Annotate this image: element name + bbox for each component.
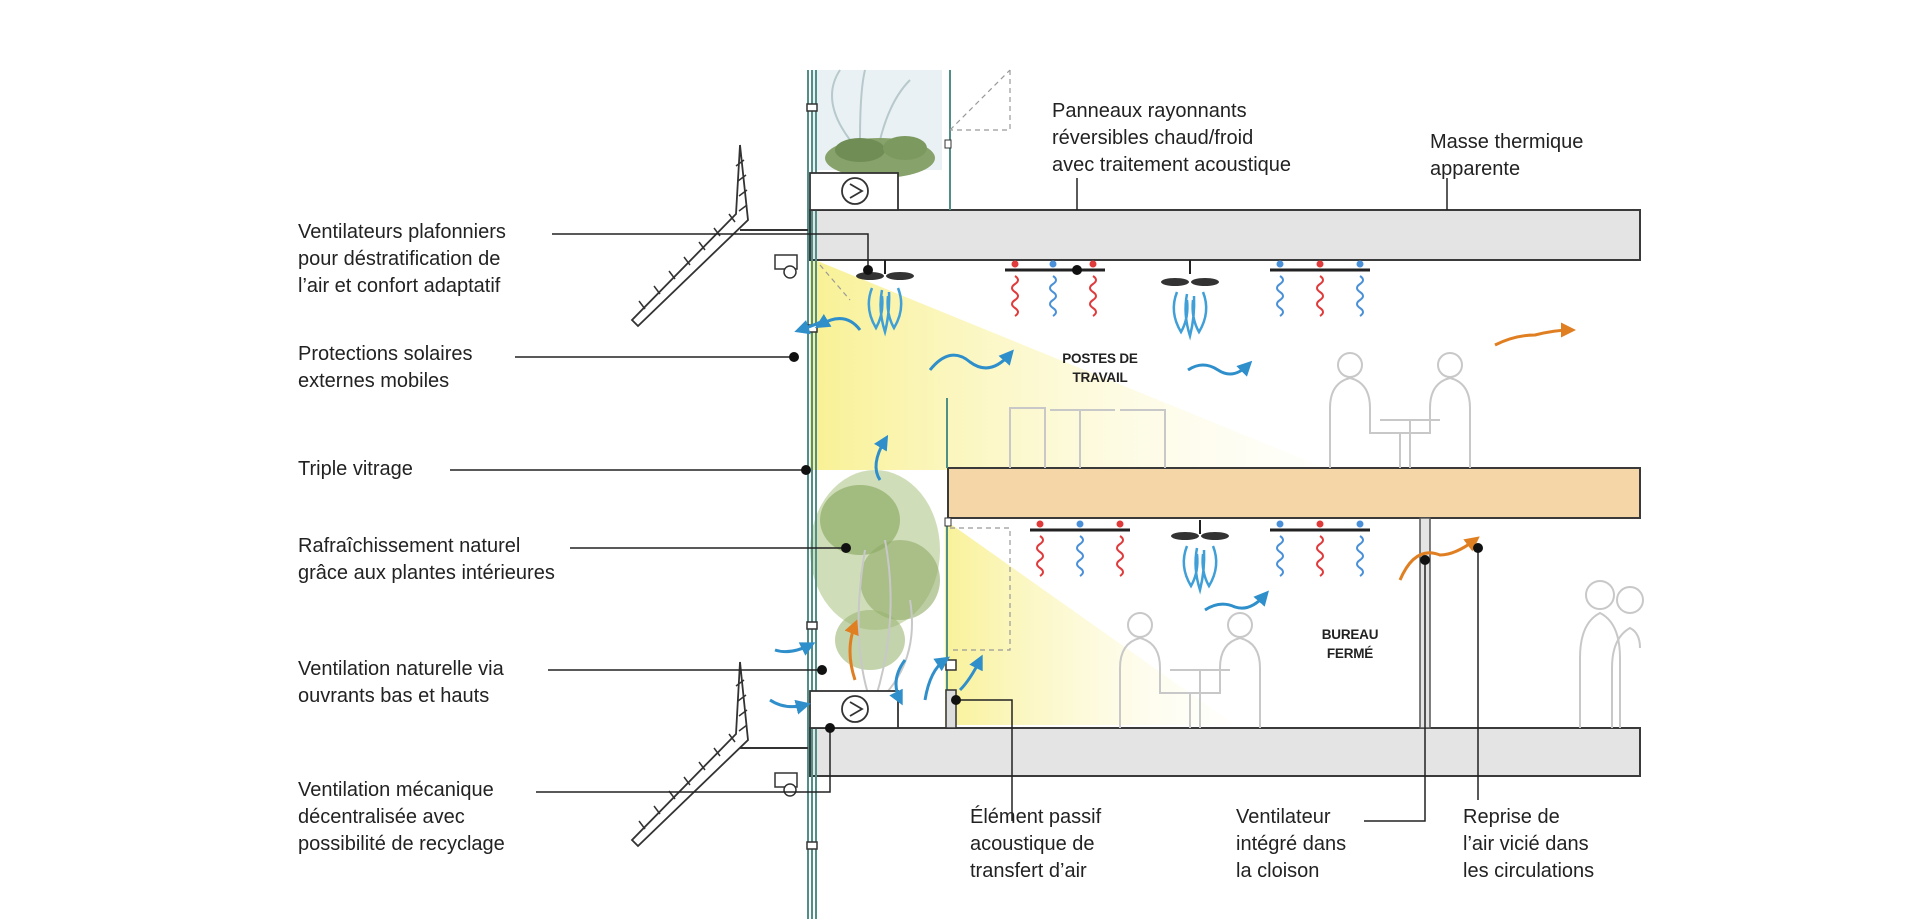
ceiling-fan-icon — [856, 260, 914, 337]
cool-air-flow-arrows — [769, 313, 1269, 715]
opening-swing-dashes — [819, 69, 1011, 651]
interior-plants-lower — [810, 470, 940, 701]
leader-dots — [789, 265, 1483, 733]
radiant-panel-lower-1 — [1030, 520, 1130, 577]
radiant-panel-lower-2 — [1270, 520, 1370, 577]
ceiling-fan-icon — [1171, 520, 1229, 595]
triple-glazing — [806, 70, 818, 919]
solar-louvre-upper — [630, 144, 808, 328]
label-natural-ventilation: Ventilation naturelle via ouvrants bas e… — [298, 658, 504, 707]
timber-beam — [947, 467, 1641, 519]
people-silhouettes-closed-office — [1119, 612, 1261, 728]
floor-slab-lower — [809, 727, 1641, 777]
daylight-upper — [810, 258, 1330, 470]
people-silhouettes-open-office — [1009, 352, 1471, 468]
zone-label-closed-office: BUREAU FERMÉ — [1321, 627, 1379, 661]
label-natural-cooling: Rafraîchissement naturel grâce aux plant… — [298, 535, 555, 584]
solar-louvre-lower — [630, 661, 808, 848]
daylight-lower — [945, 520, 1235, 725]
label-mechanical-ventilation: Ventilation mécanique décentralisée avec… — [298, 779, 505, 855]
zone-label-workstations: POSTES DE TRAVAIL — [1062, 351, 1138, 385]
ceiling-fan-icon — [1161, 260, 1219, 341]
radiant-panel-upper-1 — [1005, 260, 1105, 317]
label-triple-glazing: Triple vitrage — [298, 458, 413, 480]
label-solar-protection: Protections solaires externes mobiles — [298, 343, 473, 392]
floor-slab-upper — [809, 209, 1641, 261]
label-radiant-panels: Panneaux rayonnants réversibles chaud/fr… — [1052, 100, 1292, 176]
mechanical-ventilation-unit-lower — [809, 690, 899, 729]
mechanical-ventilation-unit-upper — [809, 172, 899, 211]
label-integrated-fan: Ventilateur intégré dans la cloison — [1236, 806, 1347, 882]
people-silhouettes-circulation — [1579, 580, 1644, 728]
warm-air-flow-arrows — [844, 322, 1576, 681]
label-stale-air-extraction: Reprise de l’air vicié dans les circulat… — [1463, 806, 1595, 882]
radiant-panel-upper-2 — [1270, 260, 1370, 317]
leader-lines — [450, 178, 1479, 822]
passive-acoustic-element — [945, 659, 957, 729]
label-thermal-mass: Masse thermique apparente — [1430, 131, 1584, 180]
label-passive-element: Élément passif acoustique de transfert d… — [970, 806, 1102, 882]
label-ceiling-fans: Ventilateurs plafonniers pour déstratifi… — [298, 221, 506, 297]
interior-plants-upper — [812, 69, 942, 178]
